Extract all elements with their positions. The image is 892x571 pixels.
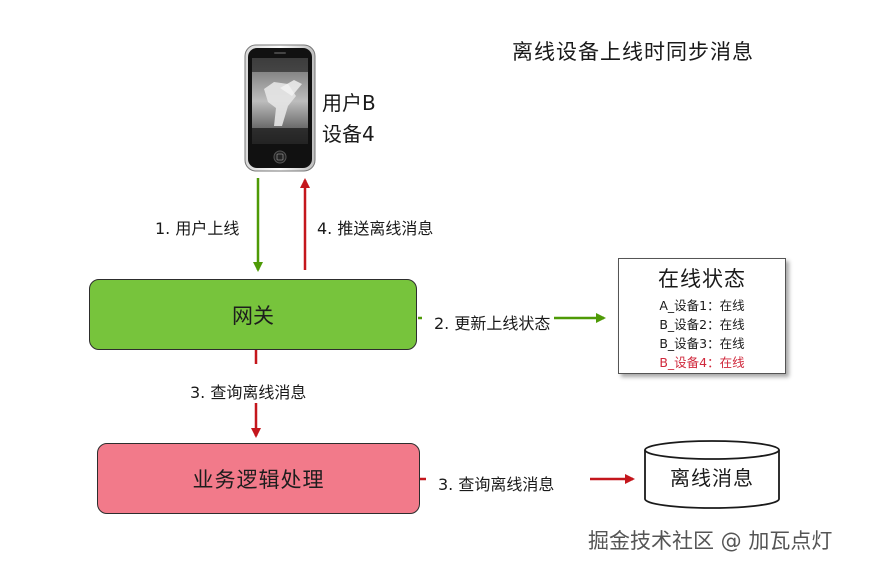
label-query-db: 3. 查询离线消息 [434, 471, 559, 495]
device-label: 用户B 设备4 [322, 88, 376, 150]
label-update-status: 2. 更新上线状态 [430, 310, 555, 334]
business-logic-node: 业务逻辑处理 [97, 443, 420, 514]
online-status-table: 在线状态 A_设备1：在线 B_设备2：在线 B_设备3：在线 B_设备4：在线 [618, 258, 786, 374]
diagram-title: 离线设备上线时同步消息 [512, 40, 754, 64]
gateway-node: 网关 [89, 279, 417, 350]
status-row: B_设备2：在线 [659, 317, 745, 332]
label-push-offline: 4. 推送离线消息 [317, 219, 434, 238]
status-row: B_设备4：在线 [659, 355, 745, 370]
label-query-gateway: 3. 查询离线消息 [186, 379, 311, 403]
status-rows: A_设备1：在线 B_设备2：在线 B_设备3：在线 B_设备4：在线 [619, 296, 785, 372]
offline-db-label: 离线消息 [670, 466, 754, 490]
iphone-icon [244, 44, 316, 172]
status-row: B_设备3：在线 [659, 336, 745, 351]
device-id: 设备4 [322, 122, 375, 146]
label-user-online: 1. 用户上线 [155, 219, 240, 238]
watermark: 掘金技术社区 @ 加瓦点灯 [588, 529, 833, 553]
offline-db-cylinder [644, 440, 780, 509]
business-logic-label: 业务逻辑处理 [192, 467, 325, 492]
device-user: 用户B [322, 91, 376, 115]
status-table-title: 在线状态 [658, 267, 746, 291]
status-row: A_设备1：在线 [659, 298, 745, 313]
gateway-label: 网关 [232, 303, 274, 328]
